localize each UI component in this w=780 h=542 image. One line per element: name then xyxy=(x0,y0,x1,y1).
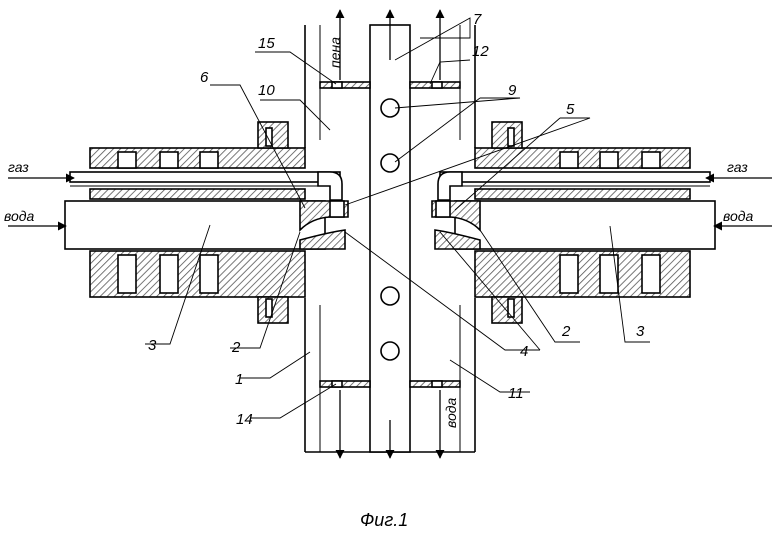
bolt-left-top xyxy=(258,122,288,148)
label-gas-left: газ xyxy=(8,159,29,175)
part-number-3-right: 3 xyxy=(636,323,645,340)
label-water-left: вода xyxy=(4,208,35,224)
hole xyxy=(381,342,399,360)
left-branch xyxy=(65,122,348,323)
gas-elbow-right xyxy=(438,172,462,200)
partition-lower-left xyxy=(320,381,370,387)
water-tube-right xyxy=(455,201,715,249)
figure-caption: Фиг.1 xyxy=(360,510,408,530)
part-number-2-right: 2 xyxy=(561,323,571,340)
right-branch xyxy=(432,122,715,323)
part-number-10: 10 xyxy=(258,82,275,99)
bolt-right-bottom xyxy=(492,297,522,323)
label-gas-right: газ xyxy=(727,159,748,175)
water-tube-left xyxy=(65,201,325,249)
part-number-2-left: 2 xyxy=(231,339,241,356)
hole xyxy=(381,154,399,172)
gas-elbow-left xyxy=(318,172,342,200)
partition-upper-left xyxy=(320,82,370,88)
label-water-right: вода xyxy=(723,208,754,224)
label-water-out: вода xyxy=(443,397,459,428)
part-number-7: 7 xyxy=(473,11,482,28)
part-number-4: 4 xyxy=(520,343,528,360)
part-number-15: 14 xyxy=(236,411,253,428)
part-number-11: 11 xyxy=(508,385,524,402)
part-number-14: 15 xyxy=(258,35,275,52)
part-number-5: 5 xyxy=(566,101,575,118)
part-number-9: 9 xyxy=(508,82,517,99)
hole xyxy=(381,287,399,305)
part-number-1: 1 xyxy=(235,371,243,388)
label-foam: пена xyxy=(327,37,343,68)
part-number-12: 12 xyxy=(472,43,489,60)
part-number-3-left: 3 xyxy=(148,337,157,354)
part-number-6: 6 xyxy=(200,69,209,86)
central-tube xyxy=(370,25,410,452)
